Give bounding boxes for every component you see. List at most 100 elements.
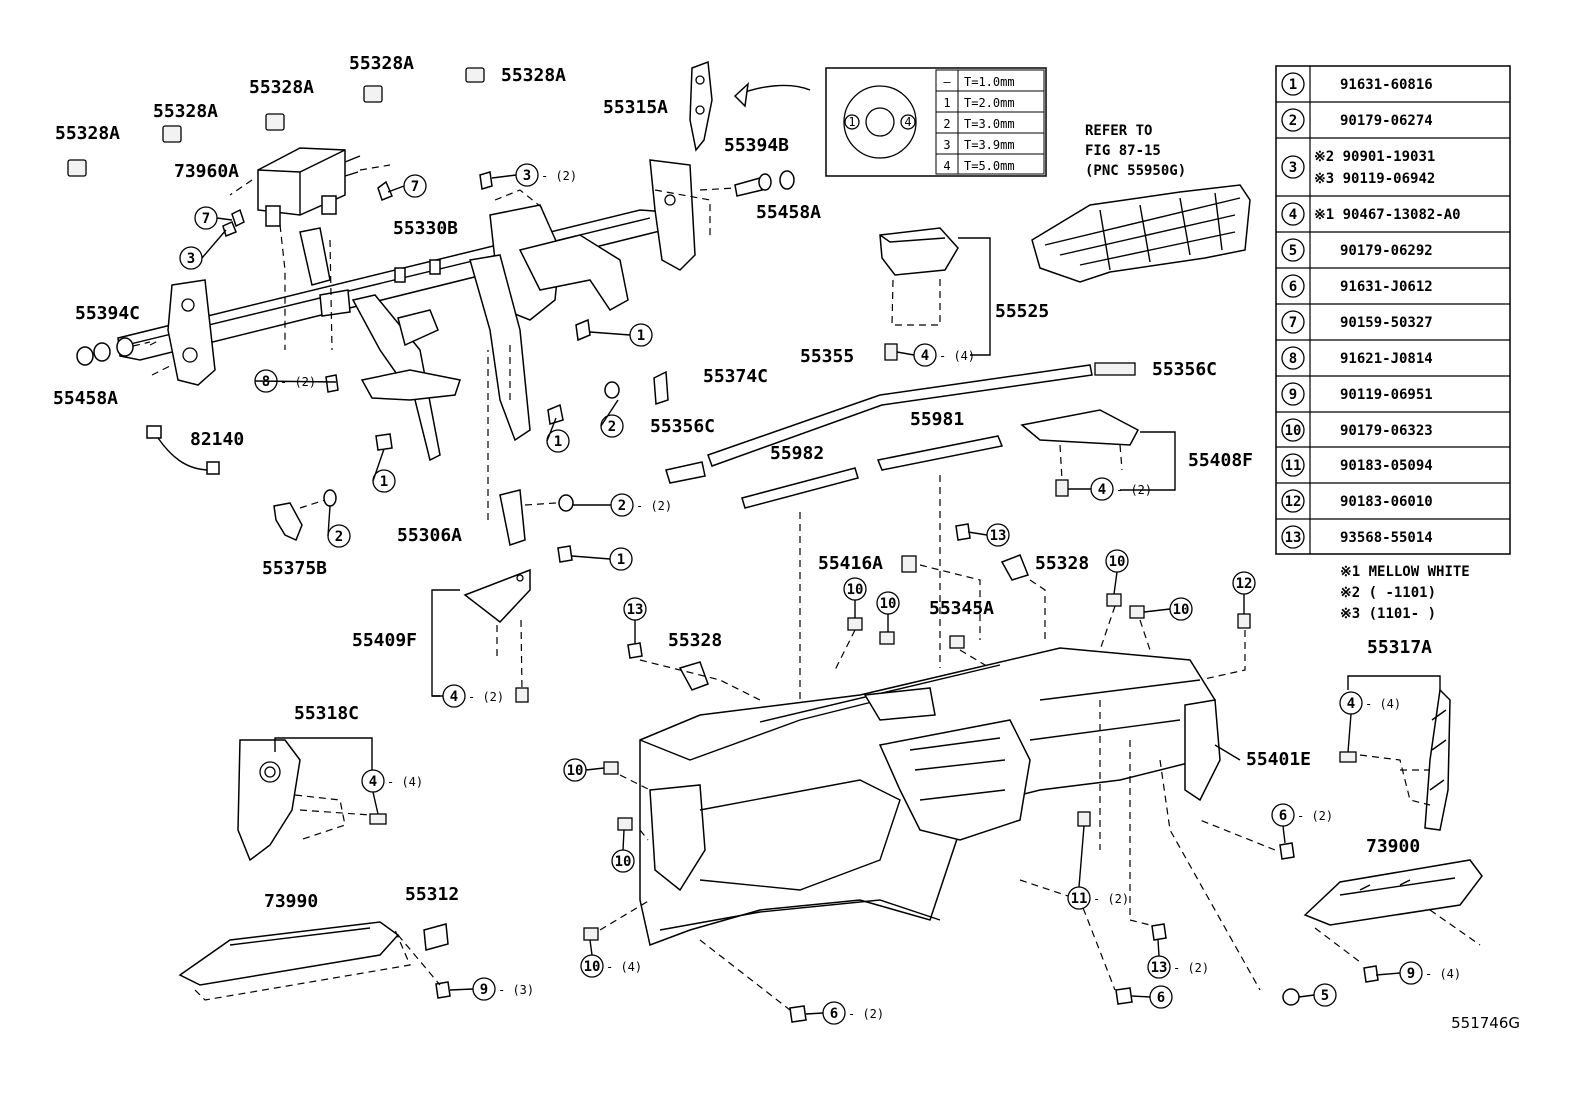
row-number: 8 xyxy=(1289,351,1297,367)
part-label-55345a: 55345A xyxy=(929,598,994,619)
parts-table-row: 9 90119-06951 xyxy=(1281,382,1433,406)
callout-10: 10 xyxy=(1105,549,1129,573)
part-label-55375b: 55375B xyxy=(262,558,327,579)
quantity-label: - (4) xyxy=(939,349,975,363)
refer-note-line: REFER TO xyxy=(1085,123,1152,139)
part-label-55394c: 55394C xyxy=(75,303,140,324)
row-number: 6 xyxy=(1289,279,1297,295)
reinforcement-beam-55330b xyxy=(117,159,711,462)
callout-6: 6- (2) xyxy=(822,1001,884,1025)
part-label-73960a: 73960A xyxy=(174,161,239,182)
part-label-55981: 55981 xyxy=(910,409,964,430)
callout-4: 4- (2) xyxy=(442,684,504,708)
svg-text:1: 1 xyxy=(554,434,562,450)
parts-table-row: 7 90159-50327 xyxy=(1281,310,1433,334)
diagram-id: 551746G xyxy=(1451,1014,1520,1032)
svg-text:10: 10 xyxy=(615,854,632,870)
svg-text:7: 7 xyxy=(202,211,210,227)
note-line: ※1 MELLOW WHITE xyxy=(1340,564,1470,580)
row-number: 12 xyxy=(1285,494,1302,510)
part-label-73900: 73900 xyxy=(1366,836,1420,857)
svg-text:2: 2 xyxy=(608,419,616,435)
callout-2: 2 xyxy=(600,414,624,438)
part-label-55401e: 55401E xyxy=(1246,749,1311,770)
callout-10: 10 xyxy=(611,849,635,873)
svg-text:1: 1 xyxy=(380,474,388,490)
row-number: 7 xyxy=(1289,315,1297,331)
callout-3: 3 xyxy=(179,246,203,270)
clip-55328a-group xyxy=(67,67,485,177)
part-label-55408f: 55408F xyxy=(1188,450,1253,471)
part-label-73990: 73990 xyxy=(264,891,318,912)
quantity-label: - (2) xyxy=(1093,892,1129,906)
parts-table-row: 13 93568-55014 xyxy=(1281,525,1433,549)
callout-10: 10 xyxy=(843,577,867,601)
quantity-label: - (4) xyxy=(1425,967,1461,981)
svg-text:10: 10 xyxy=(1173,602,1190,618)
part-number: 90179-06323 xyxy=(1340,423,1433,439)
svg-text:8: 8 xyxy=(262,374,270,390)
part-number: 90183-06010 xyxy=(1340,494,1433,510)
svg-text:4: 4 xyxy=(1098,482,1106,498)
part-label-55328: 55328 xyxy=(668,630,722,651)
quantity-label: - (2) xyxy=(1116,483,1152,497)
part-label-55525: 55525 xyxy=(995,301,1049,322)
svg-text:4: 4 xyxy=(921,348,929,364)
parts-table: 1 91631-60816 2 90179-06274 3 ※2 90901-1… xyxy=(1275,65,1511,555)
strip-55355 xyxy=(665,362,1136,484)
svg-text:2: 2 xyxy=(618,498,626,514)
row-number: 9 xyxy=(1289,387,1297,403)
module-73960a xyxy=(229,147,391,227)
svg-text:1: 1 xyxy=(617,552,625,568)
shim-mark: 1 xyxy=(848,115,855,129)
part-number: 90159-50327 xyxy=(1340,315,1433,331)
svg-text:5: 5 xyxy=(1321,988,1329,1004)
row-number: 2 xyxy=(1289,113,1297,129)
part-number: ※2 90901-19031 xyxy=(1314,149,1435,165)
callout-4: 4 - (4) xyxy=(913,343,975,367)
svg-text:10: 10 xyxy=(567,763,584,779)
cover-55408f xyxy=(1020,409,1176,497)
callout-4: 4 - (2) xyxy=(1090,477,1152,501)
svg-text:9: 9 xyxy=(480,982,488,998)
quantity-label: - (4) xyxy=(606,960,642,974)
callout-10: 10 xyxy=(1169,597,1193,621)
parts-table-row: 3 ※2 90901-19031 ※3 90119-06942 xyxy=(1281,149,1435,187)
quantity-label: - (3) xyxy=(498,983,534,997)
notes: ※1 MELLOW WHITE ※2 ( -1101) ※3 (1101- ) xyxy=(1340,564,1470,622)
callout-4: 4- (4) xyxy=(361,769,423,793)
part-label-55328: 55328 xyxy=(1035,553,1089,574)
part-labels: 55328A 55328A 55328A 55328A 55328A 73960… xyxy=(53,53,1432,912)
clip-55374c xyxy=(604,370,669,406)
bolts xyxy=(222,171,1379,1023)
callout-9: 9 - (3) xyxy=(472,977,534,1001)
shim-mark: 3 xyxy=(943,138,950,152)
shim-mark: 2 xyxy=(943,117,950,131)
callout-10: 10 - (4) xyxy=(580,954,642,978)
svg-text:10: 10 xyxy=(584,959,601,975)
part-label-55312: 55312 xyxy=(405,884,459,905)
parts-table-row: 12 90183-06010 xyxy=(1281,489,1433,513)
svg-text:13: 13 xyxy=(1151,960,1168,976)
shim-detail-box: 1 4 — T=1.0mm 1 T=2.0mm 2 T=3.0mm 3 T=3.… xyxy=(825,67,1047,177)
part-label-55356c: 55356C xyxy=(650,416,715,437)
part-label-55330b: 55330B xyxy=(393,218,458,239)
callout-13: 13 xyxy=(623,597,647,621)
parts-table-row: 11 90183-05094 xyxy=(1281,453,1433,477)
svg-text:6: 6 xyxy=(1279,808,1287,824)
svg-text:10: 10 xyxy=(1109,554,1126,570)
part-label-55458a: 55458A xyxy=(756,202,821,223)
cover-55525 xyxy=(879,227,991,361)
svg-text:6: 6 xyxy=(1157,990,1165,1006)
duct-55950g xyxy=(1031,184,1251,283)
svg-text:4: 4 xyxy=(1347,696,1355,712)
shim-mark: 4 xyxy=(904,115,911,129)
callout-2: 2- (2) xyxy=(610,493,672,517)
quantity-label: - (2) xyxy=(1173,961,1209,975)
callout-3: 3- (2) xyxy=(515,163,577,187)
callout-12: 12 xyxy=(1232,571,1256,595)
callout-1: 1 xyxy=(609,547,633,571)
refer-note-line: FIG 87-15 xyxy=(1085,143,1161,159)
row-number: 11 xyxy=(1285,458,1302,474)
clip-55312 xyxy=(423,923,449,951)
